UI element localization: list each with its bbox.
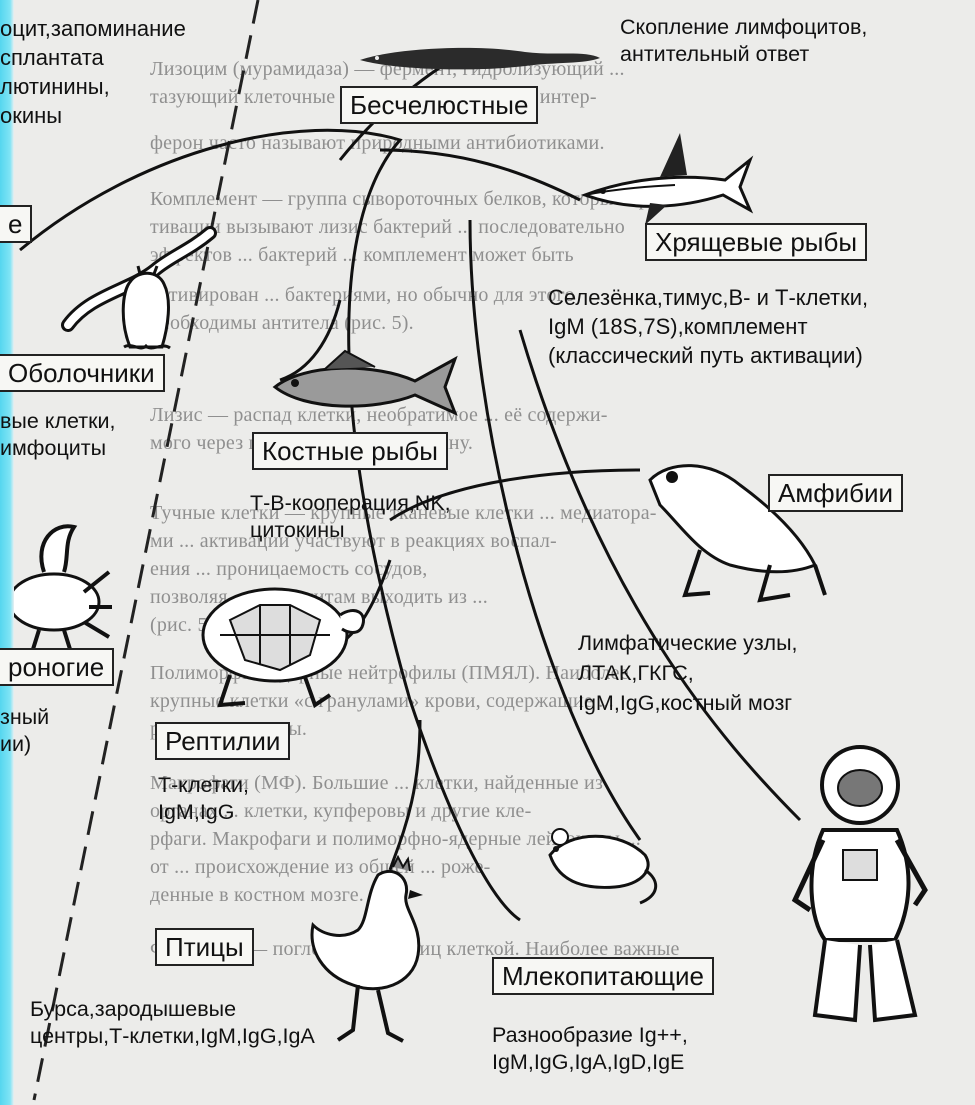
note-tunicates: вые клетки, имфоциты [0, 409, 116, 460]
label-bony-fish: Костные рыбы [252, 432, 448, 470]
astronaut-icon [791, 745, 928, 1023]
background-text-line: органах ... клетки, купферовы и другие к… [150, 800, 532, 822]
label-reptiles: Рептилии [155, 722, 291, 760]
ascidian-icon [121, 265, 171, 350]
label-mammals: Млекопитающие [492, 957, 714, 995]
label-birds: Птицы [155, 928, 254, 966]
turtle-icon [201, 587, 365, 709]
background-text-line: эффектов ... бактерий ... комплемент мож… [150, 244, 574, 266]
note-bony-fish: Т-В-кооперация,NK, цитокины [250, 491, 451, 542]
label-tunicates: Оболочники [0, 354, 165, 392]
background-text-line: тивации вызывают лизис бактерий ... посл… [150, 216, 626, 238]
background-text-line: крупные клетки «с гранулами» крови, соде… [150, 690, 614, 712]
shark-icon [580, 133, 754, 225]
lamprey-icon [360, 47, 600, 70]
note-cartilaginous-fish: Селезёнка,тимус,В- и Т-клетки, IgM (18S,… [548, 285, 869, 368]
fish-icon [272, 349, 458, 416]
mouse-icon [548, 828, 658, 905]
crab-icon [14, 524, 112, 663]
background-text-line: ферон часто называют природными антибиот… [150, 132, 605, 154]
background-text-line: Лизис — распад клетки, необратимое ... е… [150, 404, 608, 426]
background-text-line: активирован ... бактериями, но обычно дл… [150, 284, 575, 306]
note-birds: Бурса,зародышевые центры,Т-клетки,IgM,Ig… [30, 997, 315, 1048]
note-amphibians: Лимфатические узлы, ЛТАК,ГКГС, IgM,IgG,к… [578, 631, 798, 715]
branch-to-human [518, 329, 802, 822]
branch-to-chicken [388, 719, 422, 871]
branch-main [19, 128, 521, 922]
label-amphibians: Амфибии [768, 474, 904, 512]
label-top-left: е [0, 205, 33, 243]
label-jawless: Бесчелюстные [340, 86, 539, 124]
note-mammals: Разнообразие Ig++, IgM,IgG,IgA,IgD,IgE [492, 1023, 688, 1074]
note-reptiles: Т-клетки, IgM,IgG [158, 773, 249, 824]
frog-icon [648, 464, 827, 603]
dashed-divider-line [32, 0, 260, 1101]
branch-to-fish [279, 299, 342, 382]
background-text-line: рфаги. Макрофаги и полиморфно-ядерные ле… [150, 828, 641, 850]
background-text-line: Комплемент — группа сывороточных белков,… [150, 188, 691, 210]
background-text-line: ми ... активации участвуют в реакциях во… [150, 530, 557, 552]
note-arthropods: зный ии) [0, 705, 50, 756]
note-jawless: Скопление лимфоцитов, антительный ответ [620, 15, 868, 66]
background-text-line: денные в костном мозге. [150, 884, 364, 906]
background-text-line: ения ... проницаемость сосудов, [150, 558, 428, 580]
label-cartilaginous-fish: Хрящевые рыбы [645, 223, 868, 261]
branch-to-frog [389, 468, 641, 522]
note-top-left: оцит,запоминание сплантата лютинины, оки… [0, 16, 186, 128]
label-arthropods: роногие [0, 648, 115, 686]
branch-to-shark [379, 148, 581, 202]
background-text-line: Макрофаги (МФ). Большие ... клетки, найд… [150, 772, 604, 794]
chicken-icon [310, 855, 423, 1043]
branch-to-mouse [468, 219, 642, 841]
